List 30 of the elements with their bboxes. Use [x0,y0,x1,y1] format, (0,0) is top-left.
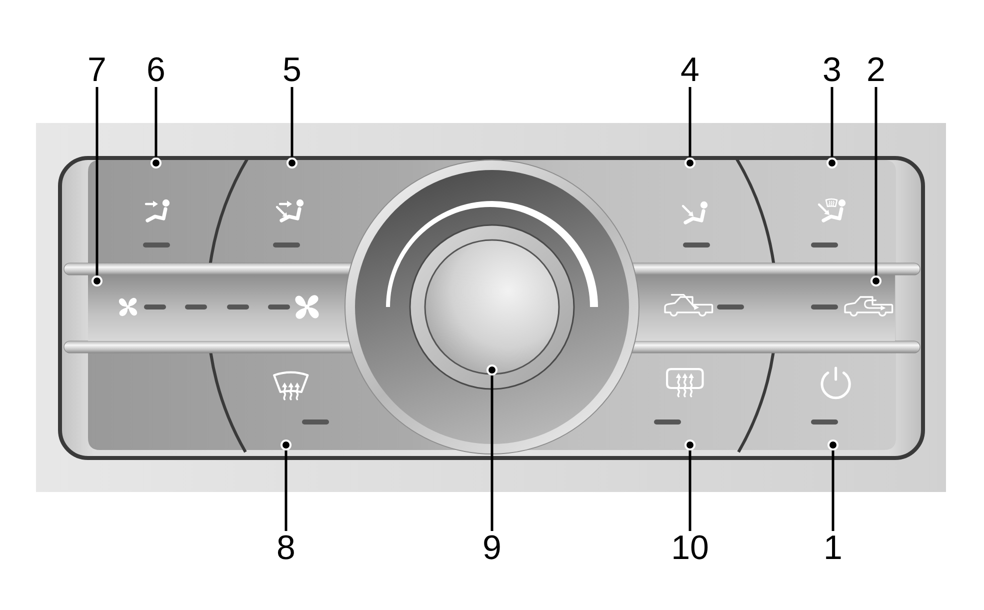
callout-number: 4 [670,53,710,87]
leader-line [486,364,498,531]
leader-line [684,440,696,531]
face-floor-button [250,160,344,262]
leader-line [150,87,162,168]
leader-line [92,87,102,286]
power-button [776,354,896,450]
leader-line [826,87,838,168]
leader-line [280,440,292,531]
air-intake-bar [635,275,895,341]
floor-defrost-button [776,160,896,262]
callout-number: 2 [856,53,896,87]
callout-number: 5 [272,53,312,87]
callout-number: 3 [812,53,852,87]
leader-line [684,87,696,168]
floor-button [640,160,733,262]
leader-line [286,87,298,168]
callout-number: 9 [472,531,512,565]
callout-number: 1 [813,531,853,565]
callout-number: 8 [266,531,306,565]
leader-line [828,440,838,531]
callout-number: 10 [670,531,710,565]
leader-line [870,87,882,286]
callout-number: 7 [77,53,117,87]
callout-number: 6 [136,53,176,87]
fan-speed-bar [88,275,349,341]
face-vent-button [88,160,208,262]
rear-defrost-button [640,354,736,450]
windshield-defrost-button [248,354,344,450]
rotary-knob [424,239,560,375]
